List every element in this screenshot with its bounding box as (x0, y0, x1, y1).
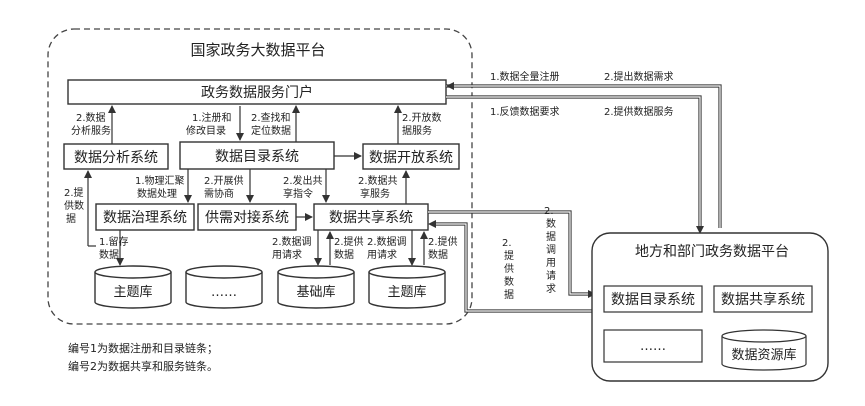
svg-text:2.提供: 2.提供 (428, 235, 458, 248)
topic-db-2-label: 主题库 (387, 284, 426, 300)
svg-text:数据: 数据 (428, 248, 448, 261)
svg-text:据: 据 (504, 288, 514, 301)
svg-text:用请求: 用请求 (367, 248, 397, 261)
label-retain: 1.留存 数据 (99, 235, 129, 261)
label-provide-left: 2.提 供数 据 (64, 187, 84, 225)
svg-text:1.物理汇聚: 1.物理汇聚 (135, 174, 185, 187)
label-provide-data-vertical: 2. 提 供 数 据 (502, 238, 514, 301)
local-sharing-box[interactable] (713, 285, 813, 313)
svg-text:提: 提 (504, 250, 514, 262)
svg-text:求: 求 (546, 283, 556, 295)
svg-text:2.数据调: 2.数据调 (367, 235, 407, 248)
svg-text:据: 据 (66, 212, 76, 225)
label-open-service: 2.开放数 据服务 (402, 111, 442, 137)
svg-text:2.开展供: 2.开展供 (204, 174, 244, 187)
note-chain-1: 编号1为数据注册和目录链条； (68, 341, 218, 355)
svg-text:1.注册和: 1.注册和 (192, 111, 232, 124)
label-call-request-vertical: 2. 数 据 调 用 请 求 (544, 206, 556, 295)
svg-text:2.: 2. (502, 238, 512, 249)
label-provide-2: 2.提供 数据 (428, 235, 458, 261)
svg-text:分析服务: 分析服务 (71, 124, 111, 137)
link-portal-local-inner (446, 95, 704, 234)
analysis-system-label: 数据分析系统 (74, 150, 158, 166)
topic-db-2[interactable]: 主题库 (368, 265, 446, 309)
label-collect: 1.物理汇聚 数据处理 (135, 174, 185, 200)
svg-text:2.: 2. (544, 206, 554, 217)
svg-text:据: 据 (546, 230, 556, 243)
svg-text:2.发出共: 2.发出共 (283, 174, 323, 187)
supply-demand-system-box[interactable] (197, 203, 297, 231)
base-db[interactable]: 基础库 (277, 265, 355, 309)
svg-text:数据处理: 数据处理 (137, 187, 177, 200)
label-provide-1: 2.提供 数据 (334, 235, 364, 261)
local-resource-db-label: 数据资源库 (731, 347, 796, 363)
portal-box[interactable] (67, 79, 447, 105)
local-resource-db[interactable]: 数据资源库 (721, 329, 807, 371)
label-full-register: 1.数据全量注册 (490, 70, 560, 83)
local-catalog-label: 数据目录系统 (611, 292, 695, 308)
svg-text:数: 数 (546, 217, 556, 230)
label-feedback: 1.反馈数据要求 (490, 105, 560, 118)
label-register: 1.注册和 修改目录 (186, 111, 232, 137)
svg-text:定位数据: 定位数据 (251, 124, 291, 137)
national-platform-title: 国家政务大数据平台 (190, 41, 325, 59)
svg-text:修改目录: 修改目录 (186, 124, 226, 137)
analysis-system-box[interactable] (63, 143, 169, 170)
portal-label: 政务数据服务门户 (201, 84, 313, 101)
svg-text:据服务: 据服务 (402, 124, 432, 137)
topic-db-1[interactable]: 主题库 (94, 265, 172, 309)
svg-text:用请求: 用请求 (272, 248, 302, 261)
supply-demand-system-label: 供需对接系统 (205, 209, 289, 226)
label-lookup: 2.查找和 定位数据 (251, 111, 291, 137)
label-call-req-2: 2.数据调 用请求 (367, 235, 407, 261)
local-sharing-label: 数据共享系统 (721, 291, 805, 308)
ellipsis-db-label: …… (211, 285, 237, 300)
label-analysis-service: 2.数据 分析服务 (71, 111, 111, 137)
svg-text:供: 供 (504, 262, 514, 275)
svg-text:享服务: 享服务 (360, 187, 390, 200)
governance-system-box[interactable] (95, 203, 195, 231)
local-catalog-box[interactable] (603, 285, 703, 313)
svg-text:调: 调 (546, 244, 556, 256)
open-system-box[interactable] (362, 143, 460, 170)
local-ellipsis-label: …… (640, 339, 666, 354)
national-platform-frame (47, 28, 473, 325)
svg-text:2.提: 2.提 (64, 187, 84, 199)
label-call-req-1: 2.数据调 用请求 (272, 235, 312, 261)
label-submit-demand: 2.提出数据需求 (604, 70, 674, 83)
svg-text:2.提供: 2.提供 (334, 235, 364, 248)
svg-text:2.开放数: 2.开放数 (402, 111, 442, 124)
svg-text:需协商: 需协商 (204, 187, 234, 200)
svg-text:请: 请 (546, 269, 556, 282)
svg-text:数: 数 (504, 275, 514, 288)
svg-text:供数: 供数 (64, 199, 84, 212)
local-ellipsis-box[interactable] (603, 329, 703, 363)
svg-text:2.数据: 2.数据 (76, 111, 106, 124)
label-supply-negotiate: 2.开展供 需协商 (204, 174, 244, 200)
local-platform-title: 地方和部门政务数据平台 (635, 244, 789, 260)
topic-db-1-label: 主题库 (113, 284, 152, 300)
label-share-cmd: 2.发出共 享指令 (283, 174, 323, 200)
svg-text:2.数据共: 2.数据共 (358, 174, 398, 187)
base-db-label: 基础库 (296, 284, 335, 300)
open-system-label: 数据开放系统 (369, 150, 453, 166)
svg-text:2.查找和: 2.查找和 (251, 111, 291, 124)
svg-text:用: 用 (546, 258, 556, 269)
svg-text:数据: 数据 (334, 248, 354, 261)
svg-text:享指令: 享指令 (283, 187, 313, 200)
governance-system-label: 数据治理系统 (103, 210, 187, 226)
catalog-system-label: 数据目录系统 (215, 149, 299, 165)
svg-text:1.留存: 1.留存 (99, 235, 129, 248)
note-chain-2: 编号2为数据共享和服务链条。 (68, 359, 218, 373)
label-provide-service: 2.提供数据服务 (604, 105, 674, 118)
link-sharing-local-provide (428, 220, 596, 313)
svg-text:数据: 数据 (99, 248, 119, 261)
svg-text:2.数据调: 2.数据调 (272, 235, 312, 248)
sharing-system-label: 数据共享系统 (329, 209, 413, 226)
label-share-service: 2.数据共 享服务 (358, 174, 398, 200)
ellipsis-db[interactable]: …… (185, 265, 263, 309)
sharing-system-box[interactable] (313, 203, 429, 231)
link-portal-local-outer (446, 82, 722, 228)
